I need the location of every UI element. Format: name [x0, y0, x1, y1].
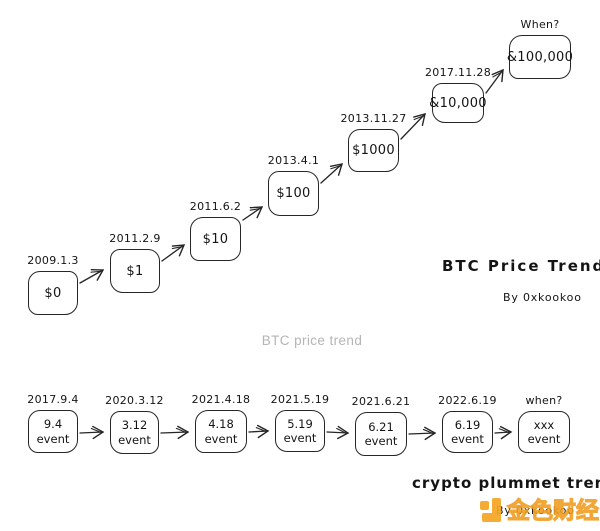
- flow-arrow: [79, 425, 105, 440]
- event-line1: 3.12: [121, 418, 148, 433]
- price-value: $10: [202, 231, 229, 247]
- price-node-box: $1: [110, 249, 160, 293]
- price-node-date: 2011.6.2: [189, 200, 242, 213]
- price-node-date: 2011.2.9: [109, 232, 161, 245]
- flow-arrow: [494, 425, 513, 440]
- flow-arrow: [326, 425, 350, 440]
- event-line1: 5.19: [287, 416, 313, 431]
- flow-arrow: [161, 244, 186, 262]
- price-value: &100,000: [506, 49, 574, 65]
- event-line1: 9.4: [43, 417, 63, 432]
- event-line2: event: [204, 431, 238, 446]
- price-node-date: 2013.4.1: [267, 154, 320, 167]
- price-node-box: $100: [268, 171, 319, 216]
- top-chart-title: BTC Price Trend: [442, 257, 600, 275]
- event-node-date: 2020.3.12: [105, 394, 164, 407]
- price-value: &10,000: [429, 95, 487, 111]
- bottom-chart-byline: By 0xkookoo: [496, 504, 575, 517]
- flow-arrow: [320, 163, 344, 184]
- price-node-date: 2009.1.3: [27, 254, 79, 267]
- event-line2: event: [364, 434, 398, 448]
- jinse-watermark: 金色财经: [480, 496, 600, 526]
- jinse-logo-square: [480, 501, 489, 510]
- event-node-date: 2021.5.19: [270, 393, 330, 406]
- price-value: $1000: [352, 143, 395, 158]
- event-line1: 6.21: [368, 419, 394, 434]
- flow-arrow: [79, 268, 105, 284]
- flow-arrow: [160, 425, 190, 440]
- top-chart-byline: By 0xkookoo: [503, 291, 582, 304]
- bottom-chart-title: crypto plummet trend: [412, 474, 600, 492]
- jinse-logo-icon: [480, 498, 504, 524]
- event-node-date: 2017.9.4: [27, 393, 79, 406]
- price-value: $1: [126, 263, 144, 279]
- event-node-date: 2021.6.21: [351, 395, 411, 408]
- event-line2: event: [283, 431, 317, 445]
- event-line1: xxx: [533, 417, 555, 432]
- price-node-box: &100,000: [506, 35, 574, 79]
- event-line1: 4.18: [208, 417, 234, 432]
- price-node-box: $0: [28, 271, 78, 315]
- event-node-date: when?: [525, 394, 563, 407]
- price-node-date: 2017.11.28: [425, 66, 491, 79]
- jinse-logo-bar-horizontal: [482, 513, 501, 522]
- event-line2: event: [118, 432, 151, 447]
- event-line1: 6.19: [454, 417, 481, 432]
- flow-arrow: [242, 206, 264, 221]
- price-node-box: $10: [190, 217, 241, 261]
- event-line2: event: [36, 431, 70, 446]
- price-node-date: When?: [520, 18, 560, 31]
- top-chart-caption: BTC price trend: [261, 333, 363, 348]
- jinse-logo-bar-vertical: [492, 498, 501, 522]
- flow-arrow: [248, 424, 270, 439]
- event-line2: event: [527, 432, 561, 446]
- price-value: $0: [44, 285, 62, 301]
- price-value: $100: [276, 186, 311, 201]
- price-node-date: 2013.11.27: [340, 112, 407, 125]
- event-node-date: 2022.6.19: [438, 394, 497, 407]
- event-node-date: 2021.4.18: [191, 393, 251, 406]
- flow-arrow: [408, 426, 437, 441]
- jinse-watermark-text: 金色财经: [506, 497, 599, 524]
- price-node-box: $1000: [348, 129, 399, 172]
- price-node-box: &10,000: [429, 83, 487, 123]
- event-line2: event: [451, 432, 484, 446]
